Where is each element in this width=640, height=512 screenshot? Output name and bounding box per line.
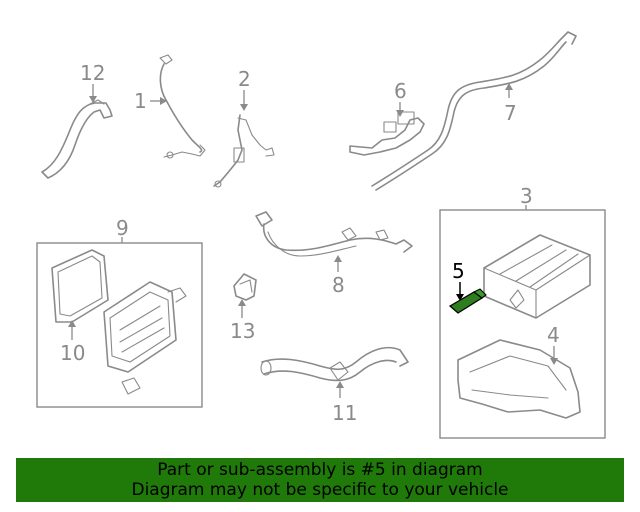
part-13-bracket[interactable]: [233, 273, 257, 301]
part-11-hose[interactable]: [260, 346, 409, 382]
callout-5: 5: [452, 259, 465, 283]
callout-2: 2: [238, 67, 251, 91]
part-4-canister-shield[interactable]: [457, 339, 581, 419]
leader-4-arrow: [550, 358, 558, 365]
leader-1-arrow: [160, 97, 167, 105]
part-2-oxygen-sensor[interactable]: [213, 114, 275, 188]
leader-10-arrow: [68, 320, 76, 327]
part-6-valve[interactable]: [349, 111, 425, 156]
part-12-tube[interactable]: [41, 99, 113, 179]
leader-7-arrow: [505, 83, 513, 90]
callout-1: 1: [134, 89, 147, 113]
callout-3: 3: [520, 184, 533, 208]
callout-7: 7: [504, 101, 517, 125]
part-9-control-module[interactable]: [103, 281, 187, 395]
callout-10: 10: [60, 341, 85, 365]
callout-9: 9: [116, 216, 129, 240]
leader-2-arrow: [240, 104, 248, 111]
leader-11-arrow: [336, 381, 344, 388]
part-9-assembly-box: [36, 242, 203, 408]
part-10-cover[interactable]: [51, 249, 109, 323]
callout-4: 4: [547, 323, 560, 347]
leader-8-arrow: [334, 255, 342, 262]
callout-8: 8: [332, 273, 345, 297]
leader-6-arrow: [396, 110, 404, 117]
part-7-vapor-hose[interactable]: [371, 31, 577, 191]
callout-13: 13: [230, 319, 255, 343]
callout-12: 12: [80, 61, 105, 85]
part-5-highlighted-filter[interactable]: [448, 288, 487, 314]
leader-13-arrow: [238, 299, 246, 306]
part-3-assembly-box: [439, 209, 606, 439]
callout-11: 11: [332, 401, 357, 425]
callout-6: 6: [394, 79, 407, 103]
info-banner: Part or sub-assembly is #5 in diagram Di…: [16, 458, 624, 502]
banner-line-2: Diagram may not be specific to your vehi…: [131, 480, 509, 500]
leader-12-arrow: [89, 96, 97, 103]
banner-line-1: Part or sub-assembly is #5 in diagram: [157, 460, 483, 480]
leader-5-arrow: [456, 294, 464, 301]
part-1-oxygen-sensor[interactable]: [159, 54, 206, 159]
part-8-wiring-harness[interactable]: [255, 211, 413, 257]
